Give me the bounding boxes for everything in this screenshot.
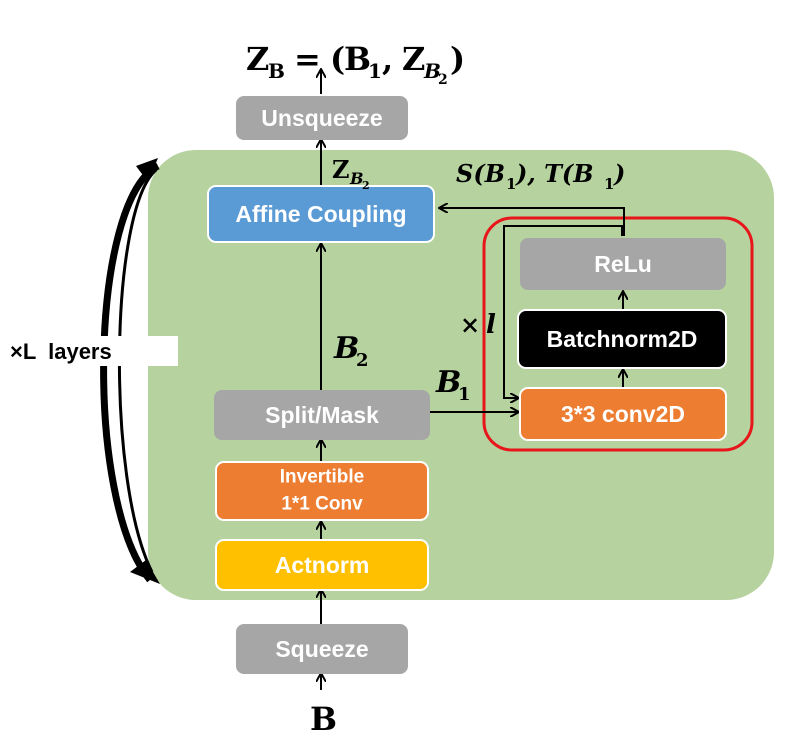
relu-label: ReLu <box>594 251 652 277</box>
output-b1-sub: 1 <box>368 59 382 83</box>
st-label-mid: ), T(B <box>515 159 594 188</box>
st-label-s: S(B <box>456 159 505 188</box>
invertible-label-line1: Invertible <box>280 467 364 488</box>
b2-label-sub: 2 <box>356 350 369 371</box>
zb2-label: Z B 2 <box>332 155 370 192</box>
zb2-label-z: Z <box>332 155 350 184</box>
batchnorm-label: Batchnorm2D <box>547 326 698 352</box>
arrow-repeat-loop <box>503 225 623 398</box>
squeeze-label: Squeeze <box>275 636 368 662</box>
unsqueeze-block <box>236 96 408 140</box>
squeeze-block <box>236 624 408 674</box>
repeat-count-label: × l <box>460 310 496 340</box>
split-mask-block <box>214 390 430 440</box>
actnorm-label: Actnorm <box>275 552 370 578</box>
st-label-sub2: 1 <box>604 175 614 193</box>
invertible-label-line2: 1*1 Conv <box>281 494 363 515</box>
output-zb-sub: B <box>268 59 285 83</box>
output-close-paren: ) <box>450 40 465 78</box>
b1-label-sub: 1 <box>458 384 471 405</box>
batchnorm-block <box>517 309 727 369</box>
split-mask-label: Split/Mask <box>265 402 379 428</box>
zb2-label-2: 2 <box>362 179 370 192</box>
arrow-st-to-affine <box>440 208 625 236</box>
output-zb: Z <box>246 40 269 78</box>
output-open-paren: ( <box>330 40 345 78</box>
repeat-count-l: l <box>486 310 496 340</box>
input-b-label: B <box>310 700 337 738</box>
st-label: S(B 1 ), T(B 1 ) <box>456 159 625 193</box>
zb2-label-b: B <box>349 169 364 188</box>
repeat-bracket-head-bottom <box>130 560 160 584</box>
subnetwork-outline <box>482 216 754 452</box>
affine-coupling-label: Affine Coupling <box>235 201 406 227</box>
invertible-conv-block <box>215 461 429 521</box>
layers-label-bg <box>8 336 178 366</box>
layers-label: ×L layers <box>10 339 112 364</box>
output-zb2-sub-2: 2 <box>438 72 448 88</box>
output-comma: , <box>382 40 393 78</box>
b1-label-b: B <box>435 365 461 400</box>
unsqueeze-label: Unsqueeze <box>261 105 382 131</box>
b2-label: B 2 <box>333 331 369 371</box>
output-zb2-sub-b: B <box>423 59 441 83</box>
conv2d-label: 3*3 conv2D <box>561 401 685 427</box>
repeat-count-times: × <box>460 310 480 339</box>
output-b1: B <box>344 40 371 78</box>
output-equals: = <box>294 40 321 78</box>
conv2d-block <box>519 387 727 441</box>
affine-coupling-block <box>207 185 435 243</box>
output-zb2: Z <box>402 40 425 78</box>
st-label-sub1: 1 <box>506 175 516 193</box>
actnorm-block <box>215 539 429 591</box>
st-label-end: ) <box>613 159 625 188</box>
relu-block <box>520 238 726 290</box>
b2-label-b: B <box>333 331 359 366</box>
repeat-bracket-head-top <box>136 158 158 182</box>
b1-label: B 1 <box>435 365 471 405</box>
output-formula: Z B = ( B 1 , Z B 2 ) <box>246 40 465 88</box>
